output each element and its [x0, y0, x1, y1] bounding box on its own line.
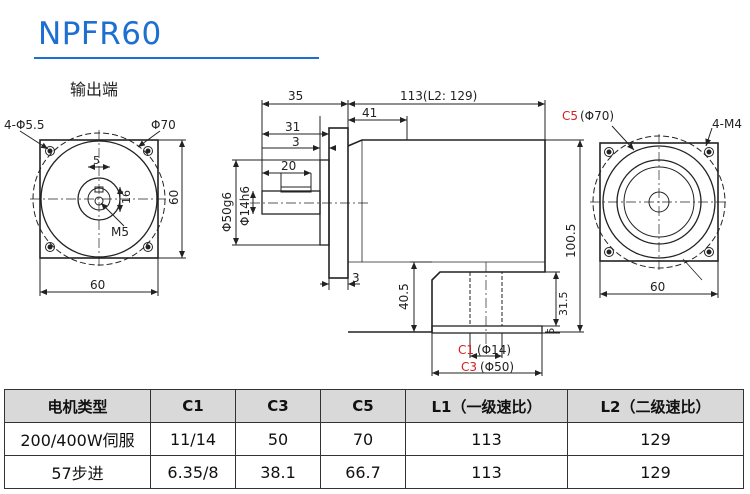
table-header-row: 电机类型 C1 C3 C5 L1（一级速比） L2（二级速比） [4, 389, 744, 423]
cell-l2: 129 [567, 455, 744, 489]
dim-3a-label: 3 [292, 135, 300, 149]
m5-label: M5 [111, 225, 129, 239]
dim-16-label: 16 [120, 190, 133, 204]
output-end-label: 输出端 [70, 80, 119, 99]
spec-table: 电机类型 C1 C3 C5 L1（一级速比） L2（二级速比） 200/400W… [4, 389, 744, 489]
pilot [319, 159, 330, 246]
cell-c5: 70 [320, 422, 406, 456]
left-output-view [19, 130, 186, 296]
dim-35-label: 35 [288, 89, 303, 103]
side-view [232, 100, 584, 376]
cell-l1: 113 [405, 422, 568, 456]
cell-c5: 66.7 [320, 455, 406, 489]
header-l1: L1（一级速比） [405, 389, 568, 423]
dim-100-5-label: 100.5 [564, 224, 578, 258]
right-input-view [590, 125, 728, 298]
cell-c3: 50 [235, 422, 321, 456]
c3-value: (Φ50) [480, 360, 514, 374]
cell-motor-type: 200/400W伺服 [4, 422, 151, 456]
dim-41-label: 41 [362, 106, 377, 120]
cell-motor-type: 57步进 [4, 455, 151, 489]
dim-31-5-label: 31.5 [557, 292, 570, 317]
phi70-label: Φ70 [151, 118, 176, 132]
c1-value: (Φ14) [477, 343, 511, 357]
cell-c1: 11/14 [150, 422, 236, 456]
c5-tag: C5 [562, 109, 578, 123]
header-motor-type: 电机类型 [4, 389, 151, 423]
dim-60-right-label: 60 [650, 280, 665, 294]
dim-60-v-label: 60 [167, 190, 181, 205]
cell-c1: 6.35/8 [150, 455, 236, 489]
cell-c3: 38.1 [235, 455, 321, 489]
gear-body [347, 139, 546, 333]
corner-holes [45, 146, 153, 252]
c1-tag: C1 [458, 343, 474, 357]
cell-l2: 129 [567, 422, 744, 456]
header-c5: C5 [320, 389, 406, 423]
c3-tag: C3 [461, 360, 477, 374]
c5-value: (Φ70) [580, 109, 614, 123]
dim-113-label: 113(L2: 129) [400, 89, 477, 103]
header-c3: C3 [235, 389, 321, 423]
dim-60-h-label: 60 [90, 278, 105, 292]
shaft-key [280, 186, 312, 193]
dim-31-label: 31 [285, 120, 300, 134]
dim-5b-label: 5 [546, 328, 557, 334]
input-corner-holes [604, 147, 714, 257]
table-row: 57步进 6.35/8 38.1 66.7 113 129 [4, 455, 744, 489]
page-title: NPFR60 [38, 16, 162, 52]
output-shaft [261, 190, 321, 215]
phi14-label: Φ14h6 [238, 186, 252, 226]
header-l2: L2（二级速比） [567, 389, 744, 423]
dim-3b-label: 3 [352, 271, 360, 285]
table-row: 200/400W伺服 11/14 50 70 113 129 [4, 422, 744, 456]
hole-spec-label: 4-Φ5.5 [4, 118, 45, 132]
dim-20-label: 20 [281, 159, 296, 173]
dim-5-label: 5 [93, 154, 100, 167]
header-c1: C1 [150, 389, 236, 423]
title-underline [34, 57, 319, 59]
motor-mount [431, 325, 543, 334]
cell-l1: 113 [405, 455, 568, 489]
phi50-label: Φ50g6 [220, 192, 234, 232]
m4-label: 4-M4 [712, 117, 742, 131]
technical-drawing: 4-Φ5.5 Φ70 5 16 M5 60 60 [4, 89, 742, 376]
dim-40-5-label: 40.5 [397, 283, 411, 310]
